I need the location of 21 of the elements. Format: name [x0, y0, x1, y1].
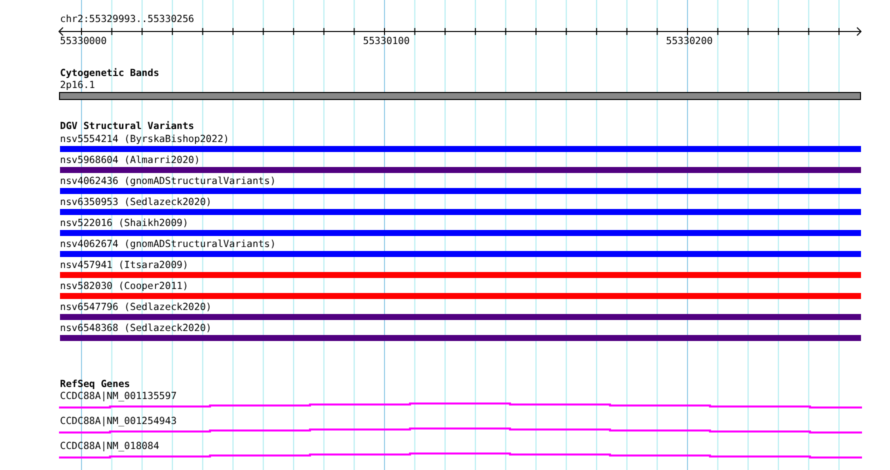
variant-label: nsv6547796 (Sedlazeck2020): [60, 302, 212, 313]
transcript-label: CCDC88A|NM_018084: [60, 441, 160, 452]
variant-label: nsv6548368 (Sedlazeck2020): [60, 323, 212, 334]
transcript-label: CCDC88A|NM_001135597: [60, 391, 177, 402]
track-title: DGV Structural Variants: [60, 121, 194, 132]
band-label: 2p16.1: [60, 80, 95, 91]
variant-label: nsv6350953 (Sedlazeck2020): [60, 197, 212, 208]
tick-label: 55330100: [363, 36, 410, 47]
variant-label: nsv457941 (Itsara2009): [60, 260, 188, 271]
tick-label: 55330200: [666, 36, 713, 47]
transcript-label: CCDC88A|NM_001254943: [60, 416, 177, 427]
variant-label: nsv522016 (Shaikh2009): [60, 218, 188, 229]
track-title: RefSeq Genes: [60, 379, 130, 390]
location-label: chr2:55329993..55330256: [60, 14, 194, 25]
variant-label: nsv4062436 (gnomADStructuralVariants): [60, 176, 276, 187]
variant-label: nsv5554214 (ByrskaBishop2022): [60, 134, 230, 145]
variant-label: nsv4062674 (gnomADStructuralVariants): [60, 239, 276, 250]
tick-label: 55330000: [60, 36, 107, 47]
track-title: Cytogenetic Bands: [60, 68, 160, 79]
variant-label: nsv582030 (Cooper2011): [60, 281, 188, 292]
variant-label: nsv5968604 (Almarri2020): [60, 155, 200, 166]
